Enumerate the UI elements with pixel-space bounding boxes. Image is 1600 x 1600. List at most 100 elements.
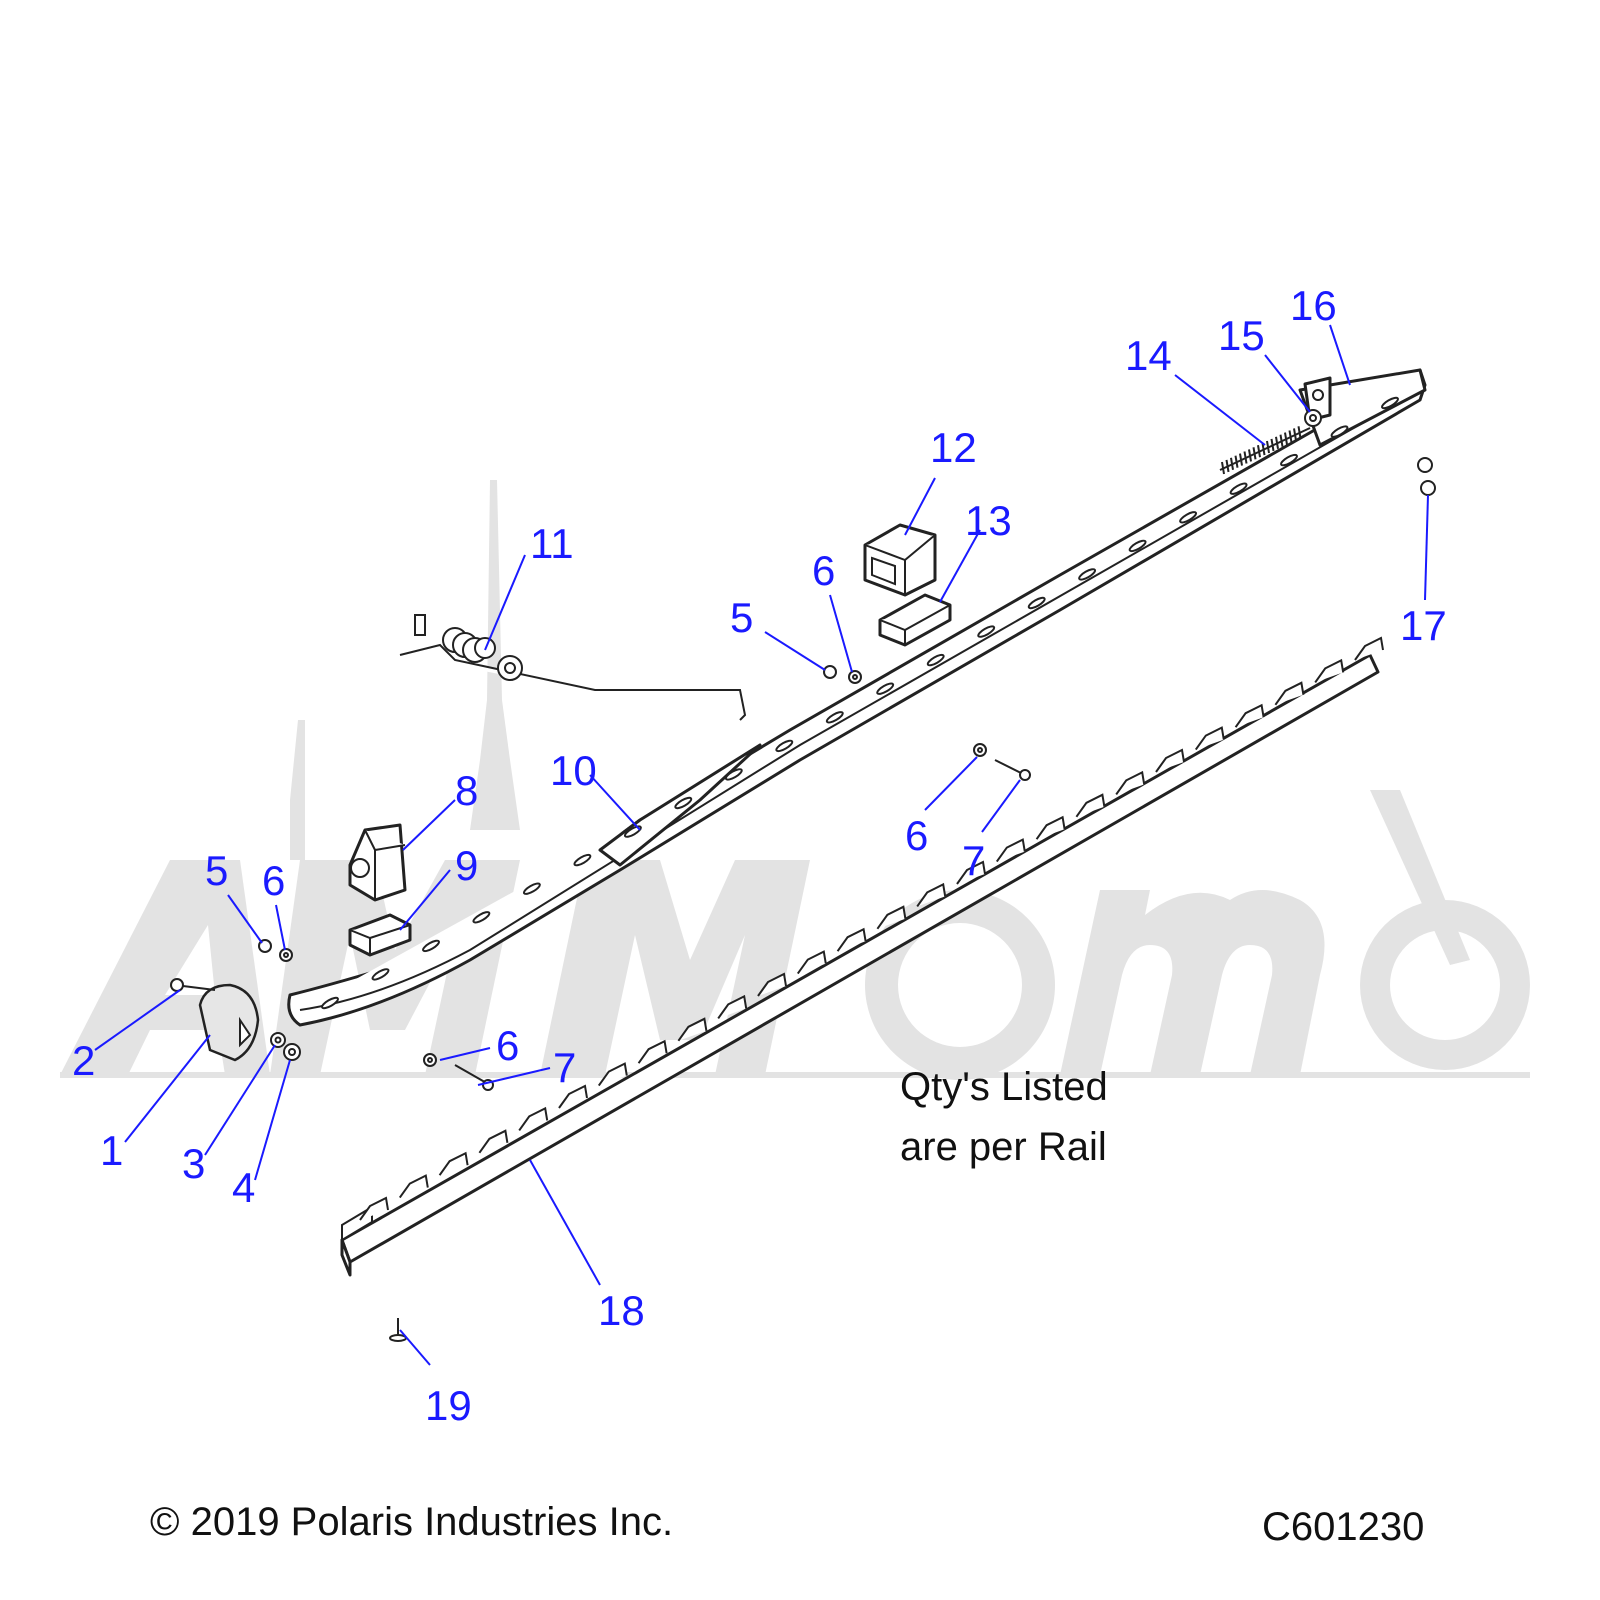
- diagram-code: C601230: [1262, 1505, 1424, 1549]
- leader-18: [529, 1159, 601, 1286]
- thread-mark: [1266, 440, 1270, 454]
- slide-teeth: [359, 636, 1384, 1221]
- leader-11: [484, 554, 526, 651]
- rail-holes: [321, 396, 1399, 1010]
- leader-2: [94, 989, 181, 1051]
- slide-tooth: [916, 882, 947, 907]
- leader-4: [254, 1059, 291, 1181]
- callout-4: 4: [232, 1164, 255, 1211]
- rail-hole: [1381, 396, 1399, 410]
- thread-marks: [1221, 426, 1302, 475]
- leader-3: [204, 1044, 276, 1156]
- rail-hole: [623, 825, 642, 838]
- thread-mark: [1297, 426, 1302, 439]
- part-4-nut: [283, 1043, 301, 1061]
- callout-9: 9: [455, 842, 478, 889]
- callout-16: 16: [1290, 282, 1337, 329]
- callout-7-lower: 7: [553, 1044, 576, 1091]
- slide-tooth: [597, 1062, 628, 1087]
- copyright: © 2019 Polaris Industries Inc.: [150, 1500, 673, 1544]
- thread-mark: [1284, 432, 1288, 445]
- callout-5-upper: 5: [730, 594, 753, 641]
- leader-7a: [981, 779, 1021, 833]
- slide-tooth: [677, 1017, 708, 1042]
- part-11-spring-rod: [399, 614, 747, 721]
- slide-tooth: [956, 860, 986, 885]
- rail-hole: [1027, 596, 1046, 610]
- callout-6-upper: 6: [812, 547, 835, 594]
- leader-lines: [94, 324, 1429, 1366]
- part-6-washer-front: [279, 948, 293, 962]
- part-2-bolt: [170, 978, 216, 992]
- part-3-washer: [270, 1032, 286, 1048]
- leader-16: [1329, 324, 1351, 386]
- callout-7-middle: 7: [962, 837, 985, 884]
- slide-tooth: [1314, 658, 1345, 683]
- leader-5a: [227, 894, 263, 944]
- rail-hole: [1229, 482, 1248, 495]
- part-6-washer-lower: [423, 1053, 437, 1067]
- rail-hole: [573, 853, 592, 867]
- callout-labels: 1 2 3 4 5 6 5 6 6 7 6 7 8 9 10 11 12 13 …: [72, 282, 1447, 1429]
- rail-hole: [321, 996, 339, 1010]
- leader-14: [1174, 374, 1266, 446]
- thread-mark: [1221, 461, 1225, 475]
- part-6-washer-middle: [973, 743, 987, 757]
- part-5-nut-upper: [823, 665, 837, 679]
- part-9-block: [348, 913, 412, 957]
- slide-tooth: [757, 972, 787, 997]
- leader-7b: [477, 1067, 551, 1086]
- callout-5-front: 5: [205, 847, 228, 894]
- part-15-nut: [1304, 409, 1322, 427]
- thread-mark: [1248, 449, 1252, 462]
- rail-hole: [1280, 453, 1298, 467]
- part-6-washer-upper: [848, 670, 862, 684]
- leader-15: [1264, 354, 1311, 413]
- slide-tooth: [1155, 748, 1185, 773]
- callout-6-front: 6: [262, 857, 285, 904]
- thread-mark: [1239, 453, 1243, 466]
- callout-8: 8: [455, 767, 478, 814]
- callout-11: 11: [530, 520, 574, 567]
- callout-14: 14: [1125, 332, 1172, 379]
- part-14-threaded-rod: [1219, 426, 1311, 475]
- part-12-block: [863, 523, 937, 597]
- leader-9: [399, 869, 451, 931]
- rail-hole: [472, 911, 491, 924]
- callout-19: 19: [425, 1382, 472, 1429]
- rail-hole: [674, 796, 693, 810]
- thread-mark: [1270, 438, 1275, 452]
- part-17-nut: [1417, 457, 1436, 496]
- thread-mark: [1252, 447, 1257, 460]
- callout-3: 3: [182, 1140, 205, 1187]
- callout-12: 12: [930, 424, 977, 471]
- part-8-block: [348, 823, 407, 902]
- callout-15: 15: [1218, 312, 1265, 359]
- rail-hole: [422, 939, 440, 953]
- leader-1: [124, 1034, 211, 1143]
- slide-tooth: [1035, 815, 1066, 840]
- note-line-2: are per Rail: [900, 1125, 1107, 1169]
- callout-6-lower: 6: [496, 1022, 519, 1069]
- slide-tooth: [1115, 770, 1146, 795]
- slide-tooth: [518, 1106, 549, 1131]
- thread-mark: [1230, 457, 1234, 470]
- slide-tooth: [359, 1196, 389, 1221]
- part-19-screw: [389, 1318, 407, 1342]
- callout-6-middle: 6: [905, 812, 928, 859]
- callout-17: 17: [1400, 602, 1447, 649]
- rail-hole: [825, 711, 844, 724]
- note-line-1: Qty's Listed: [900, 1065, 1108, 1109]
- rail-hole: [522, 882, 541, 895]
- callout-10: 10: [550, 747, 597, 794]
- rail-hole: [977, 625, 996, 638]
- rail-hole: [926, 653, 945, 667]
- leader-17: [1424, 494, 1429, 601]
- leader-19: [399, 1329, 431, 1366]
- thread-mark: [1261, 442, 1266, 456]
- thread-mark: [1257, 445, 1261, 458]
- slide-tooth: [1274, 681, 1305, 706]
- rail-hole: [724, 768, 743, 781]
- slide-tooth: [1234, 703, 1265, 728]
